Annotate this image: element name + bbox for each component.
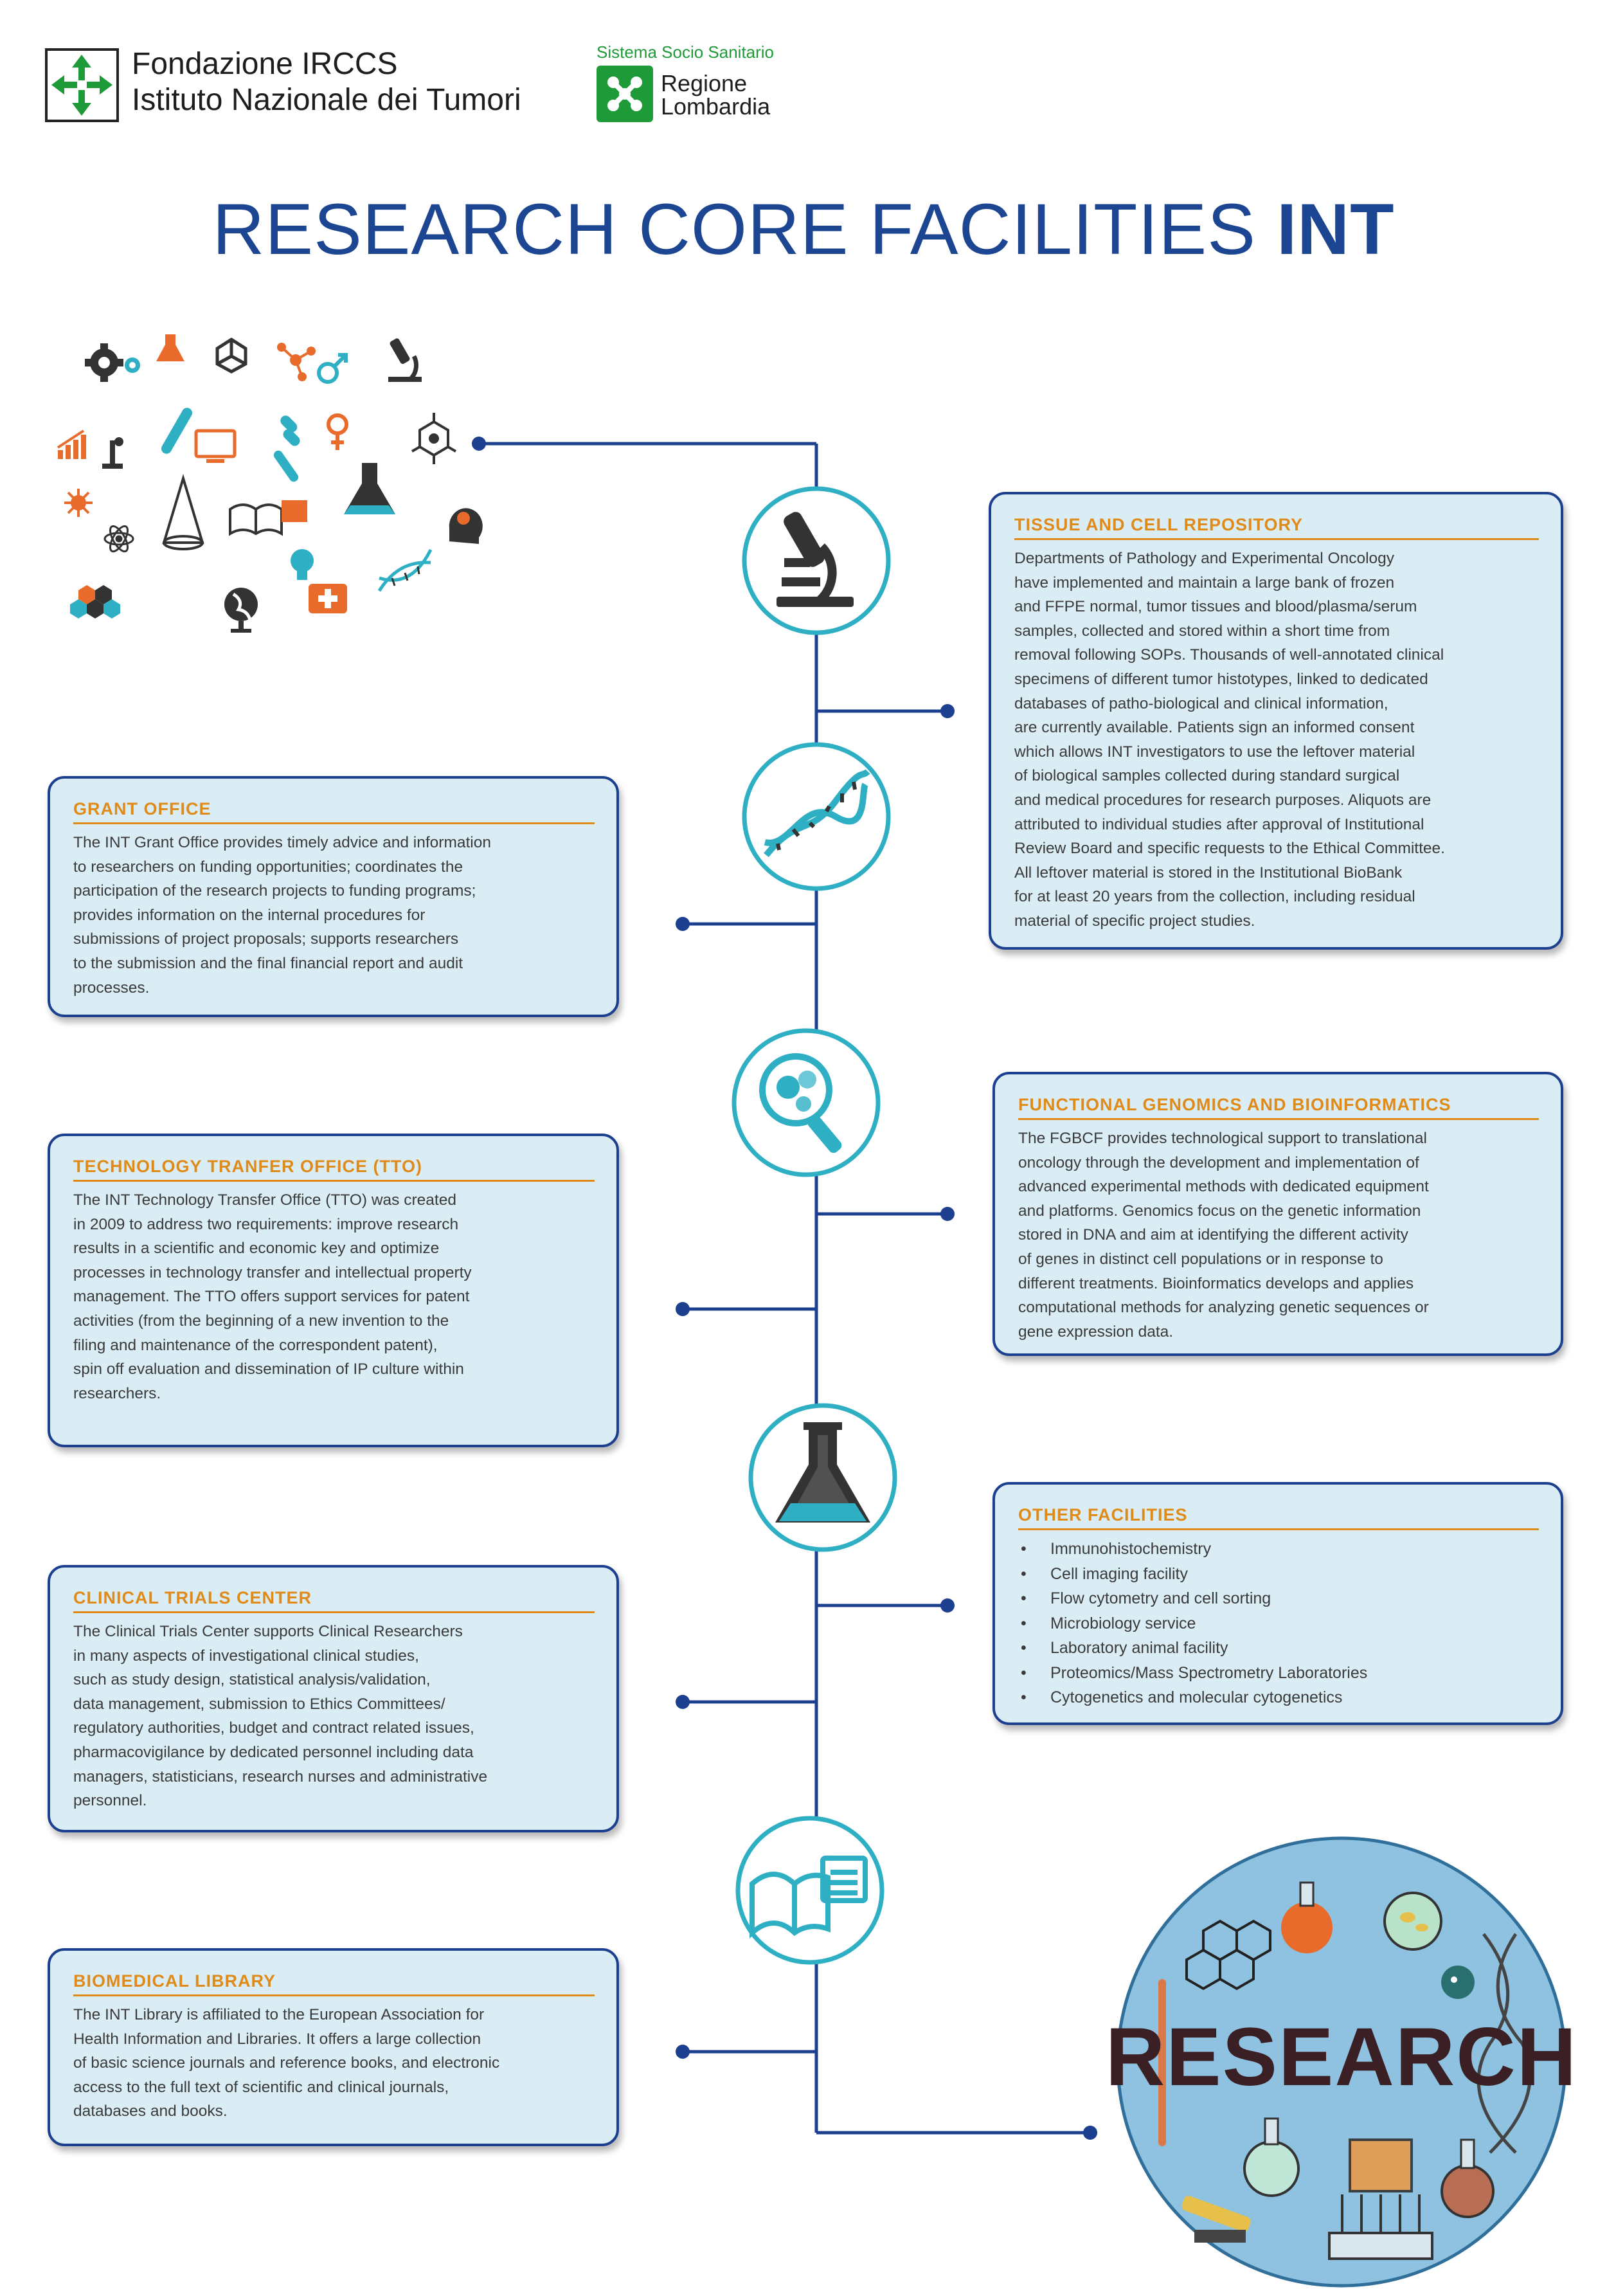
int-logo xyxy=(45,48,119,122)
list-item: •Laboratory animal facility xyxy=(1021,1639,1228,1657)
test-tube-icon xyxy=(273,450,299,482)
test-tube-icon xyxy=(161,408,192,454)
section-title: OTHER FACILITIES xyxy=(1018,1505,1539,1530)
section-title: GRANT OFFICE xyxy=(73,799,595,824)
beaker-icon xyxy=(1243,2117,1300,2197)
list-item: •Microbiology service xyxy=(1021,1614,1196,1632)
monitor-icon xyxy=(194,429,237,463)
molecule-icon xyxy=(277,343,316,381)
research-word: RESEARCH xyxy=(1111,2011,1572,2103)
bacteria-icon xyxy=(1441,1966,1475,1999)
list-item: •Cytogenetics and molecular cytogenetics xyxy=(1021,1688,1343,1706)
node-dot xyxy=(676,2045,690,2059)
cone-icon xyxy=(162,474,204,550)
hexagon-cluster-icon xyxy=(70,585,120,619)
hexagon-molecule-icon xyxy=(1185,1919,1271,1991)
male-symbol-icon xyxy=(317,353,348,384)
list-item: •Proteomics/Mass Spectrometry Laboratori… xyxy=(1021,1663,1368,1682)
molecule-cube-icon xyxy=(215,338,247,374)
node-dot xyxy=(676,917,690,931)
section-title: CLINICAL TRIALS CENTER xyxy=(73,1588,595,1613)
magnifier-cells-icon xyxy=(732,1028,881,1177)
section-text: The Clinical Trials Center supports Clin… xyxy=(73,1623,488,1810)
books-icon xyxy=(735,1816,884,1965)
erlenmeyer-flask-icon xyxy=(344,463,395,514)
region-subtitle: Sistema Socio Sanitario xyxy=(597,42,775,62)
brain-head-icon xyxy=(449,508,483,544)
node-dot xyxy=(940,1598,955,1613)
pills-icon xyxy=(280,415,300,446)
gear-icon xyxy=(85,343,140,382)
region-logo xyxy=(597,66,653,122)
bar-chart-icon xyxy=(57,429,86,459)
tissue-cell-repository-box: TISSUE AND CELL REPOSITORY Departments o… xyxy=(989,492,1563,950)
beaker-icon xyxy=(1349,2138,1413,2192)
section-title: BIOMEDICAL LIBRARY xyxy=(73,1971,595,1996)
tto-box: TECHNOLOGY TRANFER OFFICE (TTO) The INT … xyxy=(48,1134,619,1447)
node-dot xyxy=(940,1207,955,1221)
region-name: Regione Lombardia xyxy=(661,70,771,120)
list-item: •Cell imaging facility xyxy=(1021,1564,1188,1583)
list-item: •Immunohistochemistry xyxy=(1021,1540,1212,1558)
lab-instrument-icon xyxy=(102,437,123,469)
section-text: Departments of Pathology and Experimenta… xyxy=(1014,550,1445,930)
flask-icon xyxy=(156,334,184,361)
dna-icon xyxy=(742,742,891,891)
test-tube-rack-icon xyxy=(1328,2194,1433,2260)
node-dot xyxy=(676,1695,690,1709)
test-tube-icon xyxy=(1158,1979,1166,2146)
node-dot xyxy=(940,704,955,718)
facilities-list: •Immunohistochemistry •Cell imaging faci… xyxy=(1018,1537,1539,1710)
dna-strand-icon xyxy=(1477,1933,1532,2154)
microscope-icon xyxy=(1181,2196,1251,2243)
section-title: TECHNOLOGY TRANFER OFFICE (TTO) xyxy=(73,1157,595,1182)
flask-icon xyxy=(1281,1881,1333,1953)
clinical-trials-center-box: CLINICAL TRIALS CENTER The Clinical Tria… xyxy=(48,1565,619,1832)
section-text: The INT Grant Office provides timely adv… xyxy=(73,834,491,997)
node-dot xyxy=(676,1302,690,1316)
dna-strand-icon xyxy=(377,548,433,592)
node-dot xyxy=(1083,2126,1097,2140)
page-title: RESEARCH CORE FACILITIES INT xyxy=(212,189,1395,269)
section-text: The INT Library is affiliated to the Eur… xyxy=(73,2006,500,2120)
hexagon-molecule-icon xyxy=(411,413,457,464)
first-aid-kit-icon xyxy=(309,584,347,613)
list-item: •Flow cytometry and cell sorting xyxy=(1021,1589,1271,1607)
microscope-icon xyxy=(388,338,422,382)
institute-name: Fondazione IRCCS Istituto Nazionale dei … xyxy=(132,47,521,117)
flask-icon xyxy=(748,1403,897,1552)
section-text: The INT Technology Transfer Office (TTO)… xyxy=(73,1191,472,1402)
node-dot xyxy=(472,437,486,451)
science-icon-cloud xyxy=(57,334,483,633)
functional-genomics-box: FUNCTIONAL GENOMICS AND BIOINFORMATICS T… xyxy=(992,1072,1563,1356)
other-facilities-box: OTHER FACILITIES •Immunohistochemistry •… xyxy=(992,1482,1563,1725)
section-text: The FGBCF provides technological support… xyxy=(1018,1130,1429,1341)
petri-dish-icon xyxy=(1383,1892,1442,1951)
flask-icon xyxy=(1441,2138,1495,2218)
globe-icon xyxy=(224,588,258,633)
atom-orange-icon xyxy=(64,489,93,517)
biomedical-library-box: BIOMEDICAL LIBRARY The INT Library is af… xyxy=(48,1948,619,2146)
open-book-icon xyxy=(229,500,307,536)
section-title: FUNCTIONAL GENOMICS AND BIOINFORMATICS xyxy=(1018,1095,1539,1120)
atom-icon xyxy=(103,525,134,553)
microscope-icon xyxy=(742,486,891,635)
female-symbol-icon xyxy=(327,413,348,450)
research-badge: RESEARCH xyxy=(1111,1836,1572,2288)
grant-office-box: GRANT OFFICE The INT Grant Office provid… xyxy=(48,776,619,1017)
lightbulb-icon xyxy=(291,549,314,580)
section-title: TISSUE AND CELL REPOSITORY xyxy=(1014,515,1539,540)
